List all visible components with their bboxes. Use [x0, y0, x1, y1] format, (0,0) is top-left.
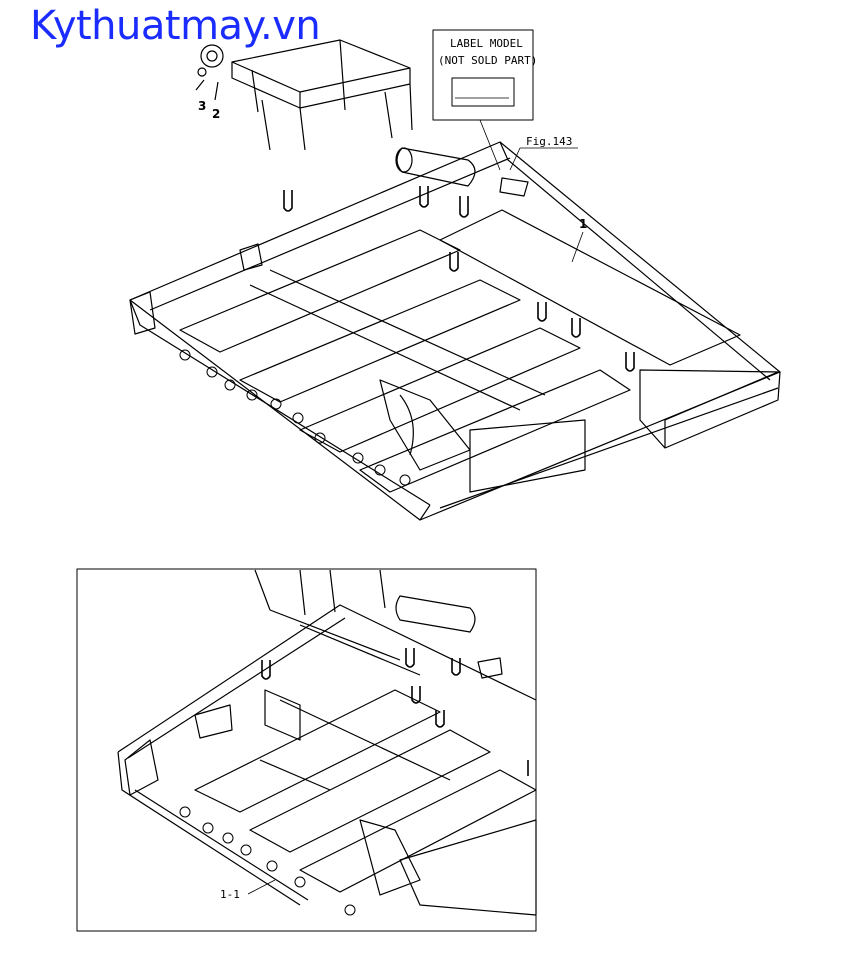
watermark-logo: Kythuatmay.vn: [30, 3, 321, 49]
label-model-subtitle: (NOT SOLD PART): [438, 54, 537, 67]
label-model-title: LABEL MODEL: [450, 37, 523, 50]
part-1-1-callout: 1-1: [220, 888, 240, 901]
detail-inset-border: [76, 568, 537, 932]
part-3-callout: 3: [198, 99, 206, 113]
main-frame-assembly: [129, 39, 781, 521]
part-2-callout: 2: [212, 107, 220, 121]
detail-frame-assembly: [117, 569, 537, 916]
part-1-callout: 1: [579, 217, 587, 231]
fig-ref-callout: Fig.143: [526, 135, 572, 148]
label-model-box: [432, 29, 534, 171]
